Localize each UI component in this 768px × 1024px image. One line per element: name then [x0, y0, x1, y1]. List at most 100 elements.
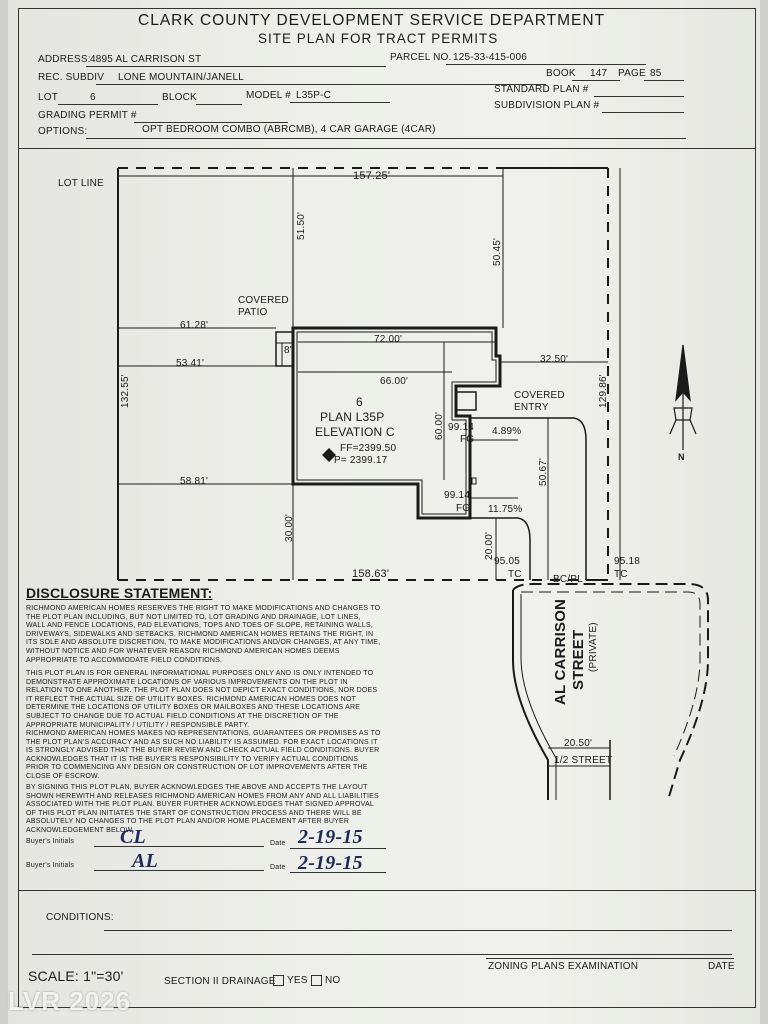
drainage-yes-option[interactable]: YES — [270, 975, 308, 986]
covered-entry — [456, 391, 477, 411]
fg-upper-label: FG — [460, 434, 475, 445]
elevation-label: ELEVATION C — [315, 425, 395, 439]
plot-plan-drawing — [117, 167, 709, 801]
lot-label: LOT — [38, 92, 59, 103]
document-title: CLARK COUNTY DEVELOPMENT SERVICE DEPARTM… — [138, 12, 606, 29]
parcel-label: PARCEL NO. — [390, 52, 452, 63]
dim-rear-setback-right: 50.45' — [492, 237, 503, 266]
buyer-initials-label-1: Buyer's Initials — [26, 838, 75, 845]
lot-number: 6 — [356, 395, 363, 409]
buyer-date-1: 2-19-15 — [298, 826, 363, 848]
street-private: (PRIVATE) — [588, 622, 599, 672]
options-label: OPTIONS: — [38, 126, 88, 137]
standard-plan-label: STANDARD PLAN # — [494, 84, 589, 95]
buyer-initials-2: AL — [132, 850, 158, 872]
fg-upper-value: 99.14 — [448, 422, 475, 433]
tc-right-label: TC — [614, 569, 628, 580]
zoning-date-label: DATE — [708, 961, 735, 972]
address-label: ADDRESS: — [38, 54, 91, 65]
street-curb-right — [512, 583, 709, 801]
subdivision-plan-label: SUBDIVISION PLAN # — [494, 100, 600, 111]
date-label-2: Date — [270, 864, 286, 871]
covered-patio-label-2: PATIO — [238, 307, 268, 318]
dim-driveway: 50.67' — [538, 457, 549, 486]
slope-lower: 11.75% — [488, 504, 523, 515]
tc-left-label: TC — [508, 569, 522, 580]
page-label: PAGE — [618, 68, 646, 79]
lot-line-label: LOT LINE — [58, 178, 104, 189]
plan-name: PLAN L35P — [320, 410, 385, 424]
watermark: LVR 2026 — [8, 986, 132, 1016]
dim-house-depth: 60.00' — [434, 411, 445, 440]
date-label-1: Date — [270, 840, 286, 847]
fg-lower-value: 99.14 — [444, 490, 471, 501]
zoning-label: ZONING PLANS EXAMINATION — [488, 961, 639, 972]
dim-rear-setback-left: 51.50' — [296, 211, 307, 240]
page-value: 85 — [650, 68, 662, 79]
pad-marker — [322, 448, 336, 462]
pad-elevation: P= 2399.17 — [334, 455, 388, 466]
book-label: BOOK — [546, 68, 576, 79]
north-arrow — [669, 344, 697, 450]
model-value: L35P-C — [296, 90, 332, 101]
tc-right-value: 95.18 — [614, 556, 641, 567]
rec-subdiv-value: LONE MOUNTAIN/JANELL — [118, 72, 245, 83]
fg-lower-label: FG — [456, 503, 471, 514]
block-label: BLOCK — [162, 92, 197, 103]
dim-side-right: 32.50' — [540, 354, 569, 365]
footer-divider — [18, 890, 756, 891]
tc-left-value: 95.05 — [494, 556, 521, 567]
driveway — [470, 417, 587, 580]
dim-side-left-patio: 53.41' — [176, 358, 205, 369]
street-curb-left — [512, 590, 549, 800]
buyer-date-2: 2-19-15 — [298, 852, 363, 874]
options-value: OPT BEDROOM COMBO (ABRCMB), 4 CAR GARAGE… — [142, 124, 436, 135]
half-street-label: 1/2 STREET — [554, 755, 613, 766]
disclosure-paragraph-2: THIS PLOT PLAN IS FOR GENERAL INFORMATIO… — [26, 670, 378, 729]
buyer-initials-label-2: Buyer's Initials — [26, 862, 75, 869]
disclosure-paragraph-4: BY SIGNING THIS PLOT PLAN, BUYER ACKNOWL… — [26, 784, 379, 834]
covered-entry-label-2: ENTRY — [514, 402, 549, 413]
disclosure-paragraph-1: RICHMOND AMERICAN HOMES RESERVES THE RIG… — [26, 605, 381, 664]
disclosure-paragraph-3: RICHMOND AMERICAN HOMES MAKES NO REPRESE… — [26, 730, 381, 780]
dim-patio: 8' — [284, 345, 292, 356]
bc-pl-label: BC/PL — [553, 574, 583, 585]
drainage-no-option[interactable]: NO — [308, 975, 340, 986]
rec-subdiv-label: REC. SUBDIV — [38, 72, 105, 83]
dim-lot-depth-right: 129.86' — [598, 374, 609, 408]
dim-lot-depth-left: 132.55' — [120, 374, 131, 408]
conditions-label: CONDITIONS: — [46, 912, 114, 923]
model-label: MODEL # — [246, 90, 291, 101]
yes-checkbox[interactable] — [273, 975, 284, 986]
sheet-border — [18, 8, 756, 1008]
drainage-label: SECTION II DRAINAGE — [164, 976, 276, 987]
no-checkbox[interactable] — [311, 975, 322, 986]
grading-permit-label: GRADING PERMIT # — [38, 110, 137, 121]
dim-rear: 157.25' — [353, 170, 391, 182]
street-name-1: AL CARRISON — [552, 598, 569, 705]
covered-entry-label-1: COVERED — [514, 390, 565, 401]
street-name-2: STREET — [570, 629, 587, 690]
dim-house-width: 72.00' — [374, 334, 403, 345]
dim-front: 158.63' — [352, 568, 390, 580]
header-divider — [18, 148, 756, 149]
dim-house-inner: 66.00' — [380, 376, 409, 387]
house-footprint — [291, 326, 502, 520]
north-label: N — [678, 452, 685, 462]
dim-side-left-lower: 58.81' — [180, 476, 209, 487]
dim-side-left-upper: 61.28' — [180, 320, 209, 331]
dim-front-setback: 30.00' — [284, 513, 295, 542]
finished-floor: FF=2399.50 — [340, 443, 397, 454]
document-subtitle: SITE PLAN FOR TRACT PERMITS — [258, 31, 499, 46]
book-value: 147 — [590, 68, 608, 79]
site-plan-sheet: CLARK COUNTY DEVELOPMENT SERVICE DEPARTM… — [8, 0, 760, 1024]
address-value: 4895 AL CARRISON ST — [90, 54, 202, 65]
disclosure-heading: DISCLOSURE STATEMENT: — [26, 585, 213, 601]
parcel-value: 125-33-415-006 — [453, 52, 527, 63]
half-street-dim: 20.50' — [564, 738, 593, 749]
slope-upper: 4.89% — [492, 426, 522, 437]
buyer-initials-1: CL — [120, 826, 146, 848]
scale-label: SCALE: 1"=30' — [28, 968, 124, 984]
covered-patio-label-1: COVERED — [238, 295, 289, 306]
lot-value: 6 — [90, 92, 96, 103]
